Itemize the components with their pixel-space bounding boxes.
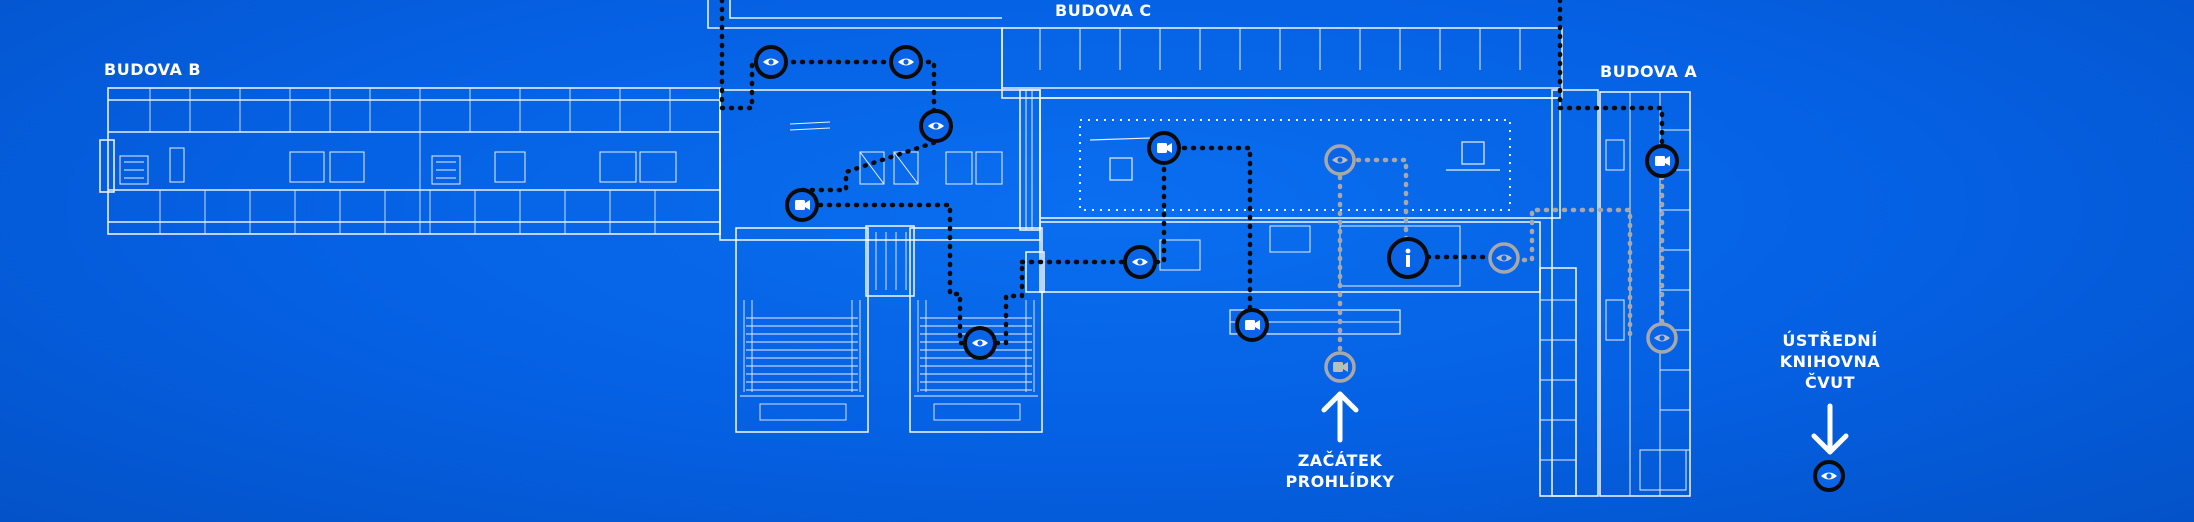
library-line-2: KNIHOVNA: [1779, 352, 1881, 371]
video-camera-icon: [795, 200, 810, 210]
upcoming-path: [1337, 157, 1665, 370]
building-a-label: BUDOVA A: [1600, 62, 1698, 81]
eye-marker[interactable]: [754, 45, 788, 79]
tour-start-label: ZAČÁTEK PROHLÍDKY: [1280, 450, 1400, 492]
eye-marker[interactable]: [919, 109, 953, 143]
building-b-plan: [99, 87, 721, 235]
video-marker[interactable]: [1324, 351, 1356, 383]
eye-marker[interactable]: [1123, 245, 1157, 279]
info-marker[interactable]: [1387, 237, 1429, 279]
library-line-1: ÚSTŘEDNÍ: [1782, 331, 1878, 350]
video-marker[interactable]: [1147, 131, 1181, 165]
building-a-plan: [1539, 89, 1691, 497]
video-camera-icon: [1245, 320, 1260, 330]
info-icon: [1405, 248, 1411, 267]
eye-marker[interactable]: [1488, 242, 1520, 274]
library-label: ÚSTŘEDNÍ KNIHOVNA ČVUT: [1770, 330, 1890, 393]
video-marker[interactable]: [785, 188, 819, 222]
eye-marker[interactable]: [963, 326, 997, 360]
eye-marker[interactable]: [889, 45, 923, 79]
video-marker[interactable]: [1235, 308, 1269, 342]
video-camera-icon: [1157, 143, 1172, 153]
building-b-label: BUDOVA B: [104, 60, 202, 79]
eye-marker[interactable]: [1813, 460, 1845, 492]
lecture-halls-plan: [735, 225, 1045, 433]
building-c-plan: [707, 0, 1563, 335]
video-camera-icon: [1333, 362, 1348, 372]
video-marker[interactable]: [1645, 144, 1679, 178]
arrow-down-icon: [1811, 403, 1849, 455]
building-c-label: BUDOVA C: [1055, 1, 1152, 20]
video-camera-icon: [1655, 156, 1670, 166]
eye-marker[interactable]: [1646, 322, 1678, 354]
eye-marker[interactable]: [1324, 144, 1356, 176]
tour-start-line-1: ZAČÁTEK: [1297, 451, 1383, 470]
arrow-up-icon: [1321, 391, 1359, 443]
library-line-3: ČVUT: [1804, 373, 1856, 392]
tour-start-line-2: PROHLÍDKY: [1285, 472, 1395, 491]
